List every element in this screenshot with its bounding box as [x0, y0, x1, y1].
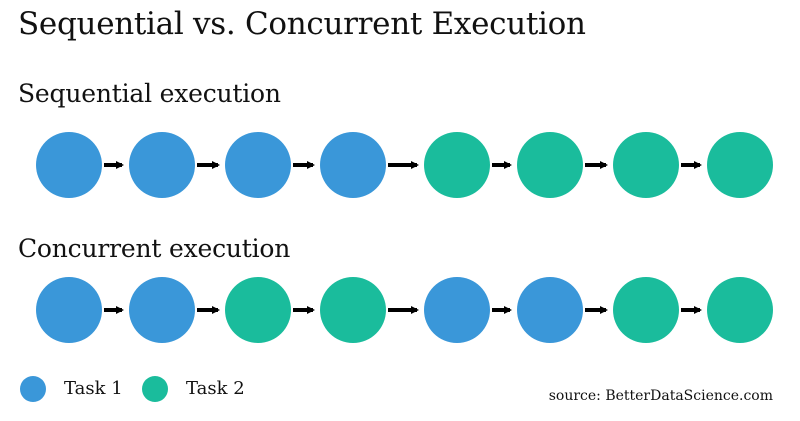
- task2-node: [707, 277, 773, 343]
- sequential-row: [36, 132, 773, 198]
- task2-node: [707, 132, 773, 198]
- legend-task2-label: Task 2: [186, 378, 245, 399]
- task1-node: [517, 277, 583, 343]
- task2-node: [320, 277, 386, 343]
- legend-task2-swatch: [142, 376, 168, 402]
- legend-task1-swatch: [20, 376, 46, 402]
- source-credit: source: BetterDataScience.com: [548, 388, 773, 404]
- task1-node: [129, 277, 195, 343]
- task1-node: [225, 132, 291, 198]
- concurrent-row: [36, 277, 773, 343]
- task2-node: [517, 132, 583, 198]
- task2-node: [613, 132, 679, 198]
- sequential-section-label: Sequential execution: [18, 79, 281, 108]
- legend: [20, 376, 168, 402]
- concurrent-section-label: Concurrent execution: [18, 234, 291, 263]
- legend-task1-label: Task 1: [64, 378, 123, 399]
- diagram-title: Sequential vs. Concurrent Execution: [18, 6, 586, 42]
- task2-node: [424, 132, 490, 198]
- task2-node: [613, 277, 679, 343]
- task1-node: [36, 132, 102, 198]
- task1-node: [129, 132, 195, 198]
- task1-node: [424, 277, 490, 343]
- task1-node: [36, 277, 102, 343]
- task2-node: [225, 277, 291, 343]
- task1-node: [320, 132, 386, 198]
